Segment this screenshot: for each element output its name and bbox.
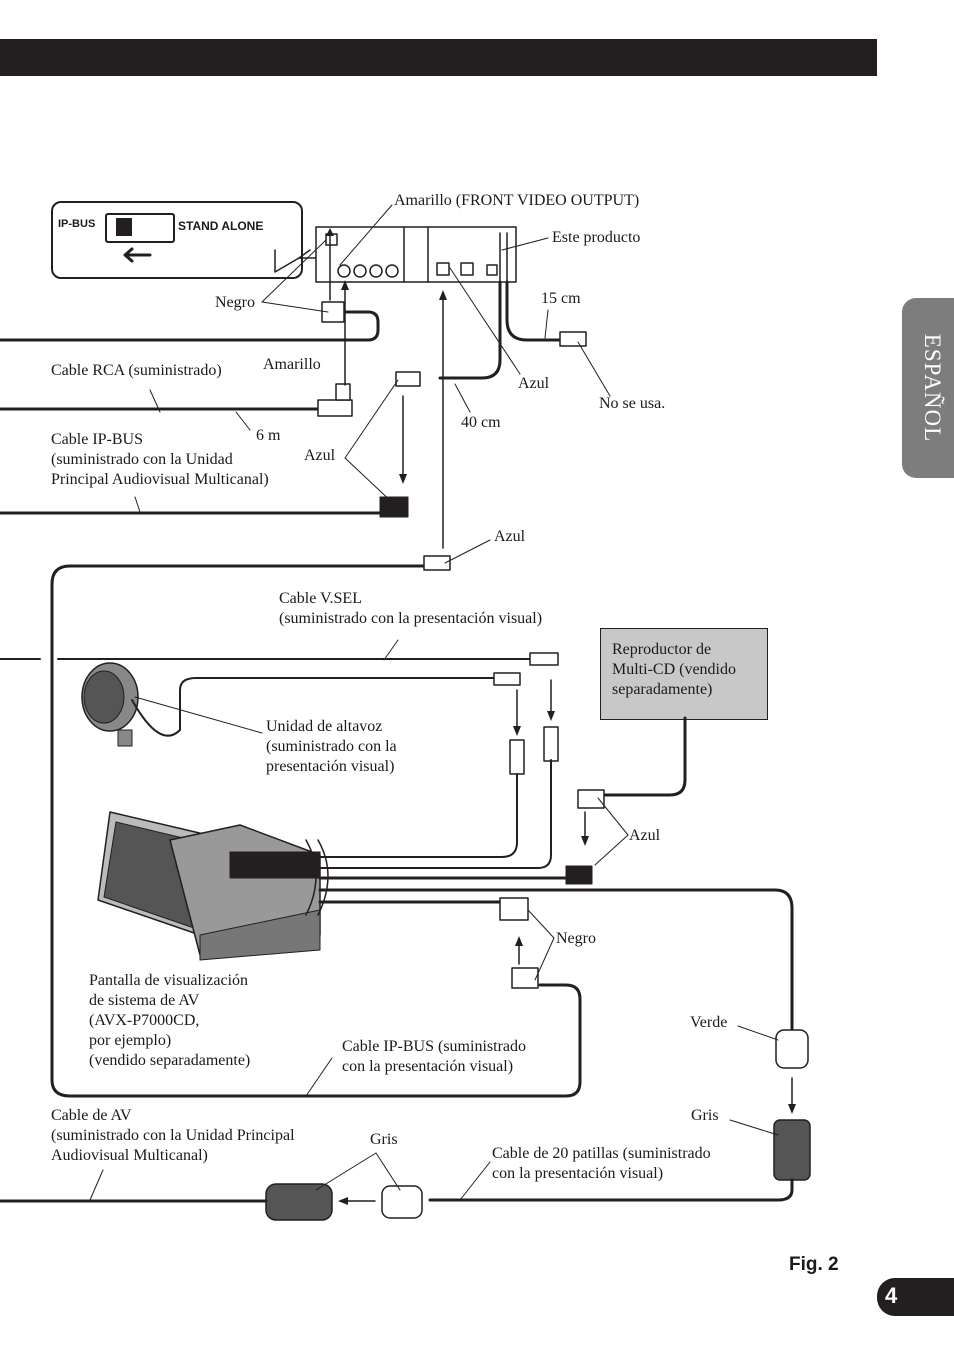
label-gris-right: Gris <box>691 1107 719 1124</box>
av-display-icon <box>97 811 321 961</box>
product-unit <box>315 226 517 283</box>
label-no-se-usa: No se usa. <box>599 395 666 412</box>
label-cable-ipbus-2: Cable IP-BUS (suministrado con la presen… <box>342 1038 526 1075</box>
switch-standalone-label: STAND ALONE <box>178 219 264 233</box>
switch-ipbus-label: IP-BUS <box>58 218 96 230</box>
label-altavoz: Unidad de altavoz (suministrado con la p… <box>266 718 397 775</box>
label-azul-right: Azul <box>629 827 661 844</box>
switch-callout <box>51 201 303 279</box>
label-cable-av: Cable de AV (suministrado con la Unidad … <box>51 1107 295 1164</box>
callout-pointer <box>274 249 319 273</box>
speaker-icon <box>81 662 139 747</box>
negro-cable <box>0 310 380 342</box>
page-number: 4 <box>885 1283 898 1308</box>
cable-40cm <box>438 280 502 380</box>
label-negro-top: Negro <box>215 294 255 311</box>
label-cable-ipbus: Cable IP-BUS (suministrado con la Unidad… <box>51 431 269 488</box>
label-15cm: 15 cm <box>541 290 581 307</box>
switch-knob <box>116 218 132 236</box>
label-este-producto: Este producto <box>552 229 641 246</box>
label-cable-vsel: Cable V.SEL (suministrado con la present… <box>279 590 543 627</box>
page-number-tab: 4 <box>877 1278 954 1316</box>
multi-cd-player-box <box>600 628 768 720</box>
label-cable-20: Cable de 20 patillas (suministrado con l… <box>492 1145 711 1182</box>
figure-label: Fig. 2 <box>789 1254 839 1275</box>
label-pantalla: Pantalla de visualización de sistema de … <box>89 972 251 1069</box>
switch-arrow-icon <box>123 247 152 263</box>
label-multi-cd: Reproductor de Multi-CD (vendido separad… <box>612 641 736 698</box>
switch-slot <box>105 213 175 243</box>
ipbus-cable-2 <box>50 564 582 1098</box>
label-40cm: 40 cm <box>461 414 501 431</box>
label-azul-top: Azul <box>518 375 550 392</box>
label-amarillo-front: Amarillo (FRONT VIDEO OUTPUT) <box>394 192 640 209</box>
header-bar <box>0 39 877 76</box>
label-amarillo: Amarillo <box>263 356 321 373</box>
label-6m: 6 m <box>256 427 281 444</box>
language-tab <box>902 298 954 478</box>
label-azul-left: Azul <box>304 447 336 464</box>
label-verde: Verde <box>690 1014 728 1031</box>
label-cable-rca: Cable RCA (suministrado) <box>51 362 222 379</box>
label-azul-mid: Azul <box>494 528 526 545</box>
label-negro-mid: Negro <box>556 930 596 947</box>
cable-15cm <box>505 280 562 342</box>
label-gris-left: Gris <box>370 1131 398 1148</box>
